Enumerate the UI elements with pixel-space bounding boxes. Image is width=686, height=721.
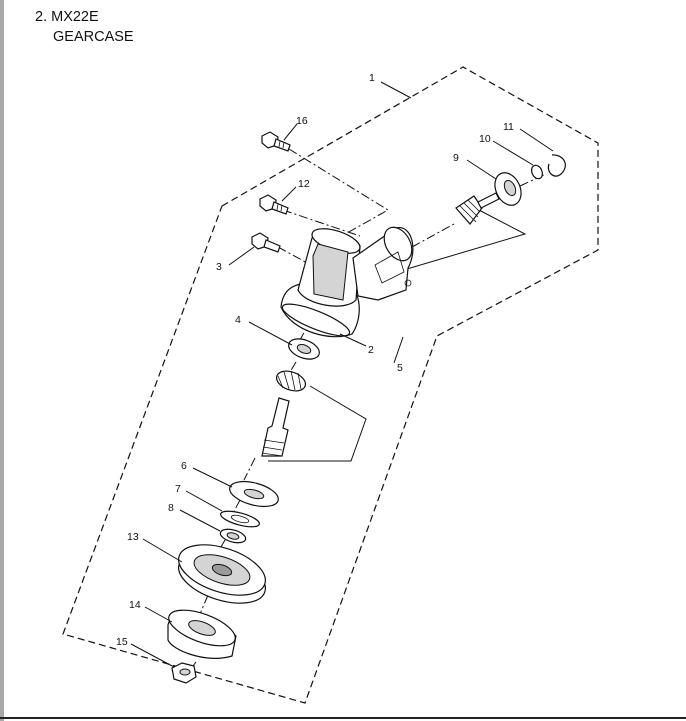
washer-7 xyxy=(220,510,260,528)
diagram-title-model: 2. MX22E xyxy=(35,9,99,25)
holder-13 xyxy=(178,544,266,604)
callout-6: 6 xyxy=(181,460,187,472)
snap-ring-10 xyxy=(530,164,544,180)
assembly-boundary-dashed xyxy=(62,66,599,704)
gearcase-housing xyxy=(280,226,414,338)
pinion-gear xyxy=(455,192,500,225)
callout-5: 5 xyxy=(397,362,403,374)
callout-12: 12 xyxy=(298,178,310,190)
bolt-12 xyxy=(259,194,289,215)
bearing-6 xyxy=(229,480,279,508)
left-page-edge xyxy=(0,0,4,721)
callout-11: 11 xyxy=(503,121,514,133)
bearing-4 xyxy=(288,338,320,360)
callout-8: 8 xyxy=(168,502,174,514)
center-lines xyxy=(189,148,547,671)
bottom-page-edge xyxy=(0,717,686,719)
bevel-gear xyxy=(275,370,307,392)
shaft-group-bracket xyxy=(268,385,367,462)
callout-labels: 1 2 3 4 5 6 7 8 9 10 11 12 13 14 15 16 xyxy=(116,72,514,648)
circlip-11 xyxy=(547,154,566,177)
callout-3: 3 xyxy=(216,261,222,273)
callout-14: 14 xyxy=(129,599,141,611)
callout-9: 9 xyxy=(453,152,459,164)
cup-washer-14 xyxy=(167,609,237,659)
callout-2: 2 xyxy=(368,344,374,356)
callout-1: 1 xyxy=(369,72,375,84)
spacer-8 xyxy=(219,528,247,544)
callout-10: 10 xyxy=(479,133,491,145)
callout-13: 13 xyxy=(127,531,139,543)
leader-lines xyxy=(130,81,554,668)
callout-7: 7 xyxy=(175,483,181,495)
bearing-9 xyxy=(494,172,522,206)
diagram-title-assembly: GEARCASE xyxy=(53,29,134,45)
callout-15: 15 xyxy=(116,636,128,648)
callout-16: 16 xyxy=(296,115,308,127)
callout-4: 4 xyxy=(235,314,241,326)
nut-15 xyxy=(171,662,197,684)
pinion-group-bracket xyxy=(389,208,527,275)
spindle-shaft xyxy=(261,397,290,457)
bolt-16 xyxy=(261,131,291,152)
bolt-3 xyxy=(251,232,281,253)
